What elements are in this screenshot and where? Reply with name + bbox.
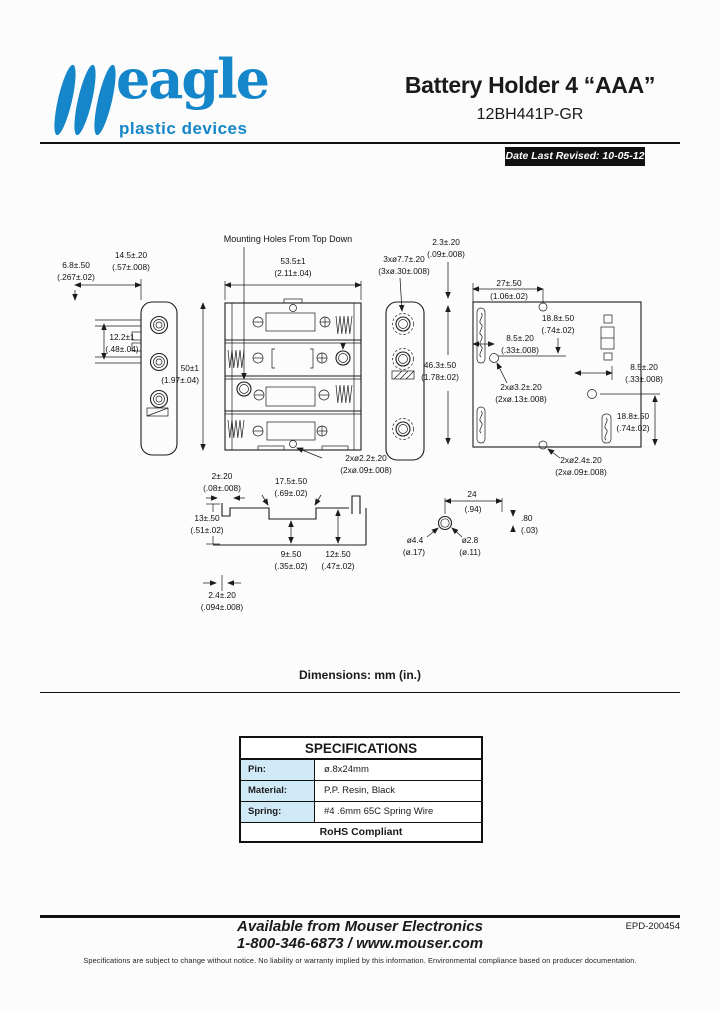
- rohs-compliance-row: RoHS Compliant: [319, 826, 403, 838]
- dim-2-4-in: (.094±.008): [201, 602, 244, 612]
- table-row: Material: P.P. Resin, Black: [241, 781, 481, 802]
- dim-6-8-in: (.267±.02): [57, 272, 95, 282]
- footer-rule: [40, 915, 680, 918]
- header-rule: [40, 142, 680, 144]
- dim-17-5-mm: 17.5±.50: [275, 476, 308, 486]
- dim-4-4-in: (ø.17): [403, 547, 425, 557]
- profile-view: 2±.20 (.08±.008) 17.5±.50 (.69±.02) 13±.…: [190, 471, 367, 612]
- title-block: Battery Holder 4 “AAA” 12BH441P-GR: [390, 72, 670, 124]
- dim-12-mm: 12±.50: [325, 549, 351, 559]
- dim-46-3-mm: 46.3±.50: [424, 360, 457, 370]
- dim-80-mm: .80: [521, 513, 533, 523]
- dim-27-in: (1.06±.02): [490, 291, 528, 301]
- dim-13-in: (.51±.02): [190, 525, 223, 535]
- specifications-table: SPECIFICATIONS Pin: ø.8x24mm Material: P…: [239, 736, 483, 843]
- dim-18-8a-mm: 18.8±.50: [542, 313, 575, 323]
- logo-tagline: plastic devices: [119, 119, 248, 138]
- logo-wordmark: eagle: [116, 47, 270, 111]
- dim-8-5b-mm: 8.5±.20: [630, 362, 658, 372]
- dim-2-8-mm: ø2.8: [462, 535, 479, 545]
- dim-18-8b-mm: 18.8±.50: [617, 411, 650, 421]
- spec-value-pin: ø.8x24mm: [324, 764, 369, 775]
- dim-2-3-in: (.09±.008): [427, 249, 465, 259]
- distributor-name: Available from Mouser Electronics: [237, 918, 483, 935]
- dim-9-mm: 9±.50: [281, 549, 302, 559]
- dim-13-mm: 13±.50: [194, 513, 220, 523]
- dim-80-in: (.03): [521, 525, 538, 535]
- dim-12-2-mm: 12.2±1: [109, 332, 135, 342]
- dim-8-5a-in: (.33±.008): [501, 345, 539, 355]
- distributor-block: Available from Mouser Electronics 1-800-…: [0, 918, 720, 952]
- specs-title: SPECIFICATIONS: [241, 738, 481, 760]
- back-view: 27±.50 (1.06±.02) 18.8±.50 (.74±.02) 8.5…: [472, 278, 663, 477]
- dim-2x2-4-mm: 2xø2.4±.20: [560, 455, 602, 465]
- spec-label-material: Material:: [241, 781, 315, 801]
- fine-print: Specifications are subject to change wit…: [83, 956, 637, 965]
- dim-9-in: (.35±.02): [274, 561, 307, 571]
- dim-2-in: (.08±.008): [203, 483, 241, 493]
- page-title: Battery Holder 4 “AAA”: [404, 72, 656, 98]
- dim-18-8b-in: (.74±.02): [616, 423, 649, 433]
- spec-value-spring: #4 .6mm 65C Spring Wire: [324, 806, 434, 817]
- dim-8-5b-in: (.33±.008): [625, 374, 663, 384]
- dim-12-2-in: (.48±.04): [105, 344, 138, 354]
- dim-3x7-7-mm: 3xø7.7±.20: [383, 254, 425, 264]
- technical-drawing: 6.8±.50 (.267±.02) 14.5±.20 (.57±.008) 1…: [57, 234, 663, 612]
- dim-53-5-mm: 53.5±1: [280, 256, 306, 266]
- mounting-holes-note: Mounting Holes From Top Down: [224, 234, 352, 244]
- table-row: Spring: #4 .6mm 65C Spring Wire: [241, 802, 481, 823]
- dim-3x7-7-in: (3xø.30±.008): [378, 266, 430, 276]
- dim-2-4-mm: 2.4±.20: [208, 590, 236, 600]
- dim-17-5-in: (.69±.02): [274, 488, 307, 498]
- part-number: 12BH441P-GR: [476, 106, 584, 123]
- dim-2x2-2-in: (2xø.09±.008): [340, 465, 392, 475]
- dim-2-3-mm: 2.3±.20: [432, 237, 460, 247]
- dim-6-8-mm: 6.8±.50: [62, 260, 90, 270]
- dim-53-5-in: (2.11±.04): [274, 268, 311, 278]
- front-view: Mounting Holes From Top Down 53.5±1 (2.1…: [161, 234, 392, 475]
- dim-14-5-in: (.57±.008): [112, 262, 150, 272]
- dim-2-mm: 2±.20: [212, 471, 233, 481]
- document-number: EPD-200454: [625, 921, 680, 932]
- dim-2x2-2-mm: 2xø2.2±.20: [345, 453, 387, 463]
- dim-50-in: (1.97±.04): [161, 375, 199, 385]
- dim-24-in: (.94): [464, 504, 481, 514]
- dim-2x3-2-mm: 2xø3.2±.20: [500, 382, 542, 392]
- spec-label-spring: Spring:: [241, 802, 315, 822]
- dim-2-8-in: (ø.11): [459, 547, 481, 557]
- dim-4-4-mm: ø4.4: [407, 535, 424, 545]
- dim-12-in: (.47±.02): [321, 561, 354, 571]
- units-note: Dimensions: mm (in.): [298, 668, 421, 682]
- dim-2x3-2-in: (2xø.13±.008): [495, 394, 547, 404]
- date-revised-badge: Date Last Revised: 10-05-12: [505, 147, 645, 166]
- dim-50-mm: 50±1: [181, 363, 200, 373]
- distributor-contact: 1-800-346-6873 / www.mouser.com: [236, 935, 484, 952]
- eagle-logo-icon: [54, 64, 116, 136]
- dim-2x2-4-in: (2xø.09±.008): [555, 467, 607, 477]
- dim-14-5-mm: 14.5±.20: [115, 250, 148, 260]
- dim-46-3-in: (1.78±.02): [421, 372, 459, 382]
- dim-27-mm: 27±.50: [496, 278, 522, 288]
- spec-label-pin: Pin:: [241, 760, 315, 780]
- dim-8-5a-mm: 8.5±.20: [506, 333, 534, 343]
- rivet-detail-view: 24 (.94) ø4.4 (ø.17) ø2.8 (ø.11) .80 (.0…: [403, 489, 538, 557]
- side-view-middle: 3xø7.7±.20 (3xø.30±.008) 46.3±.50 (1.78±…: [378, 237, 465, 461]
- table-row: Pin: ø.8x24mm: [241, 760, 481, 781]
- mid-rule: [40, 692, 680, 693]
- spec-value-material: P.P. Resin, Black: [324, 785, 395, 796]
- dim-24-mm: 24: [467, 489, 477, 499]
- dim-18-8a-in: (.74±.02): [541, 325, 574, 335]
- side-view-left: 6.8±.50 (.267±.02) 14.5±.20 (.57±.008) 1…: [57, 250, 178, 456]
